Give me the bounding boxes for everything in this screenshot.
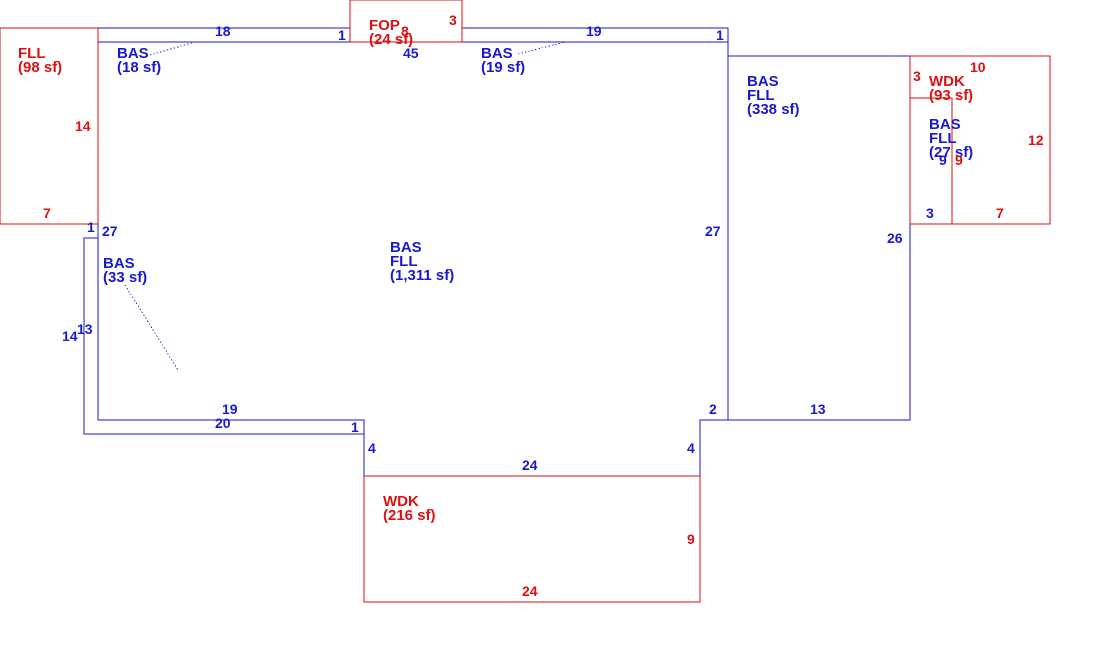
dimension-label: 14 <box>62 328 78 344</box>
area-label-bas-19: BAS(19 sf) <box>481 45 526 76</box>
dimension-label: 26 <box>887 230 903 246</box>
area-size: (98 sf) <box>18 59 63 76</box>
area-code: FOP <box>369 17 400 34</box>
dimension-label: 13 <box>77 321 93 337</box>
dimension-label: 3 <box>926 205 934 221</box>
dimension-label: 2 <box>709 401 717 417</box>
area-label-wdk-93: WDK(93 sf) <box>929 73 974 104</box>
area-code: BAS FLL <box>929 116 961 147</box>
area-code: WDK <box>929 73 965 90</box>
leader-line-19sf <box>517 41 566 55</box>
leader-line-33sf <box>124 284 179 371</box>
dimension-label: 45 <box>403 45 419 61</box>
dimension-label: 9 <box>687 531 695 547</box>
dimension-label: 3 <box>449 12 457 28</box>
dimension-label: 27 <box>705 223 721 239</box>
area-label-fll-left: FLL(98 sf) <box>18 45 63 76</box>
dimension-label: 9 <box>955 152 963 168</box>
area-label-bas-18: BAS(18 sf) <box>117 45 162 76</box>
area-code: BAS <box>481 45 513 62</box>
wdk-bottom-outline <box>363 475 701 603</box>
area-code: BAS <box>103 255 135 272</box>
dimension-label: 18 <box>215 23 231 39</box>
right-addition-outline <box>728 55 911 421</box>
dimension-label: 7 <box>43 205 51 221</box>
area-label-bas-fll-338: BAS FLL(338 sf) <box>747 73 800 118</box>
dimension-label: 10 <box>970 59 986 75</box>
dimension-label: 1 <box>338 27 346 43</box>
area-label-bas-fll-27: BAS FLL(27 sf) <box>929 116 974 161</box>
dimension-label: 14 <box>75 118 91 134</box>
dimension-label: 24 <box>522 457 538 473</box>
area-size: (19 sf) <box>481 59 526 76</box>
dimension-label: 4 <box>687 440 695 456</box>
dimension-label: 27 <box>102 223 118 239</box>
area-code: BAS FLL <box>747 73 779 104</box>
area-code: BAS FLL <box>390 239 422 270</box>
area-size: (27 sf) <box>929 144 974 161</box>
area-code: WDK <box>383 493 419 510</box>
area-code: FLL <box>18 45 46 62</box>
dimension-label: 12 <box>1028 132 1044 148</box>
fop-outline <box>349 0 463 43</box>
area-size: (338 sf) <box>747 101 800 118</box>
dimension-label: 13 <box>810 401 826 417</box>
area-size: (1,311 sf) <box>390 267 455 284</box>
fll-left-outline <box>0 27 99 225</box>
area-label-fop: FOP(24 sf) <box>369 17 414 48</box>
area-size: (18 sf) <box>117 59 162 76</box>
dimension-label: 1 <box>716 27 724 43</box>
dimension-label: 9 <box>939 152 947 168</box>
wdk-right-outline <box>909 55 1051 225</box>
area-label-bas-33: BAS(33 sf) <box>103 255 148 286</box>
dimension-label: 24 <box>522 583 538 599</box>
area-size: (24 sf) <box>369 31 414 48</box>
dimension-label: 4 <box>368 440 376 456</box>
area-label-wdk-216: WDK(216 sf) <box>383 493 436 524</box>
area-size: (216 sf) <box>383 507 436 524</box>
dimension-label: 8 <box>401 23 409 39</box>
dimension-label: 1 <box>87 219 95 235</box>
leader-line-18sf <box>149 41 196 56</box>
area-label-bas-fll-main: BAS FLL(1,311 sf) <box>390 239 455 284</box>
dimension-label: 3 <box>913 68 921 84</box>
left-strip-outline <box>83 237 364 435</box>
top-strip-outline-right <box>462 27 729 42</box>
dimension-label: 20 <box>215 415 231 431</box>
area-size: (93 sf) <box>929 87 974 104</box>
area-code: BAS <box>117 45 149 62</box>
area-size: (33 sf) <box>103 269 148 286</box>
dimension-label: 1 <box>351 419 359 435</box>
dimension-label: 7 <box>996 205 1004 221</box>
dimension-label: 19 <box>586 23 602 39</box>
dimension-label: 19 <box>222 401 238 417</box>
